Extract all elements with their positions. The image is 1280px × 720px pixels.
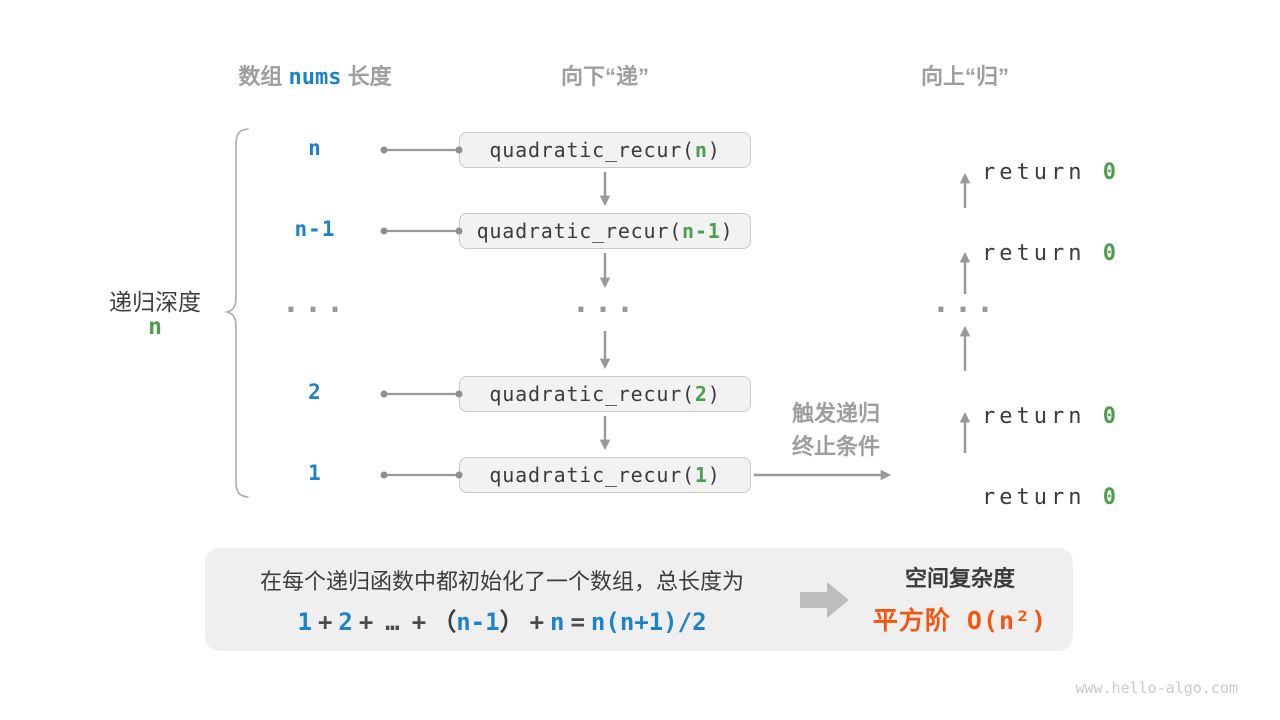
formula-paren-close: ） [499,608,524,636]
connector-line-2 [380,390,463,398]
return-keyword: return [981,160,1103,185]
return-keyword: return [981,485,1103,510]
formula-term: 2 [338,608,353,636]
call-paren: ) [707,463,721,487]
ellipsis-return-column: ... [931,285,999,320]
call-paren: ) [707,382,721,406]
header-array-prefix: 数组 [238,64,289,89]
return-statement-n-1: return 0 [913,216,1120,291]
watermark-url: www.hello-algo.com [1075,679,1238,697]
formula-ellipsis: … [385,608,400,636]
ellipsis-depth-column: ... [281,285,349,320]
base-case-label-line2: 终止条件 [791,434,880,459]
call-param: 1 [694,463,708,487]
formula-paren-open: （ [432,608,457,636]
call-box-1: quadratic_recur(1) [459,457,751,493]
formula-term: n-1 [456,608,500,636]
depth-row-label-2: 2 [308,380,322,404]
return-value: 0 [1102,160,1120,185]
column-header-return-up: 向上“归” [920,64,1009,89]
call-box-n: quadratic_recur(n) [459,132,751,168]
call-text: quadratic_recur( [489,138,695,162]
call-param: n [694,138,708,162]
call-text: quadratic_recur( [489,463,695,487]
summary-panel [205,548,1073,651]
return-statement-1: return 0 [913,460,1120,535]
header-array-suffix: 长度 [341,64,392,89]
return-keyword: return [981,241,1103,266]
space-complexity-title: 空间复杂度 [904,566,1015,591]
formula-result: n(n+1)/2 [590,608,707,636]
return-statement-n: return 0 [913,135,1120,210]
column-header-recurse-down: 向下“递” [560,64,649,89]
call-box-2: quadratic_recur(2) [459,376,751,412]
call-paren: ) [707,138,721,162]
formula-plus: + [411,608,427,636]
base-case-label-line1: 触发递归 [791,401,880,426]
call-param: 2 [694,382,708,406]
call-param: n-1 [682,219,721,243]
formula-plus: + [529,608,545,636]
call-text: quadratic_recur( [489,382,695,406]
column-header-array-length: 数组 nums 长度 [195,59,435,91]
space-complexity-value: 平方阶 O(n²) [872,606,1048,635]
formula-term: 1 [297,608,312,636]
recursion-depth-label: 递归深度 [109,289,201,315]
call-text: quadratic_recur( [476,219,683,243]
header-nums-code: nums [288,65,342,90]
connector-line-n [380,146,463,154]
formula-equals: = [570,608,585,636]
return-value: 0 [1102,485,1120,510]
call-box-n-1: quadratic_recur(n-1) [459,213,751,249]
formula-plus: + [317,608,333,636]
call-paren: ) [720,219,734,243]
return-value: 0 [1102,404,1120,429]
formula-plus: + [358,608,374,636]
recursion-depth-value: n [148,314,162,340]
depth-row-label-n-1: n-1 [294,217,336,241]
summary-text: 在每个递归函数中都初始化了一个数组，总长度为 [259,569,744,594]
depth-row-label-n: n [308,136,322,160]
return-keyword: return [981,404,1103,429]
connector-line-1 [380,471,463,479]
depth-row-label-1: 1 [308,461,322,485]
formula-term: n [550,608,565,636]
depth-brace-icon [224,128,249,498]
connector-line-n-1 [380,227,463,235]
summary-formula: 1+2+…+（n-1）+n=n(n+1)/2 [222,602,782,637]
return-value: 0 [1102,241,1120,266]
ellipsis-call-column: ... [571,285,639,320]
return-statement-2: return 0 [913,379,1120,454]
